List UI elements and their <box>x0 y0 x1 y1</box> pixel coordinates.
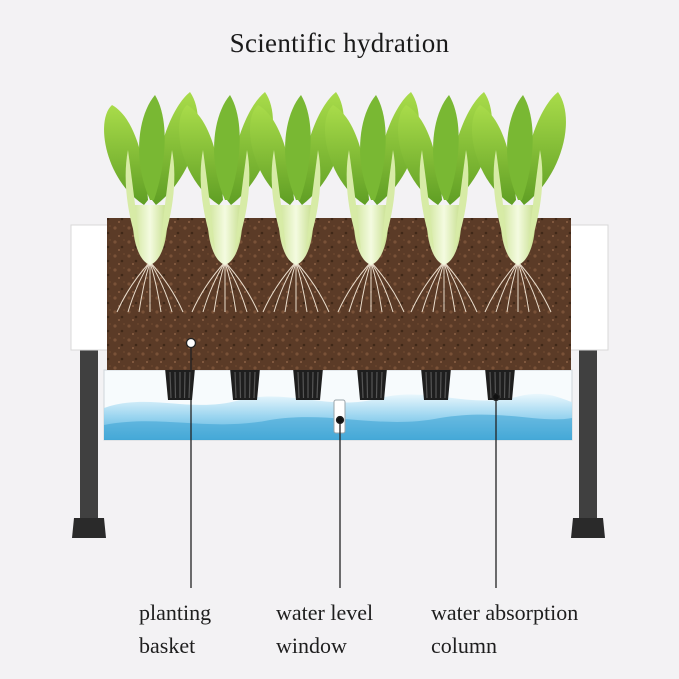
planter-frame <box>70 224 609 351</box>
callout-water-level-window-line1: water level <box>276 600 374 625</box>
callout-water-level-window: water level window <box>276 596 373 662</box>
bok-choy-plant <box>250 92 344 313</box>
callout-water-absorption-column-line1: water absorption <box>431 600 579 625</box>
callout-lines <box>185 337 501 588</box>
callout-dot-planting-basket <box>185 337 197 349</box>
callout-water-level-window-line2: window <box>276 633 347 658</box>
planting-basket <box>165 368 195 400</box>
callout-water-absorption-column-line2: column <box>431 633 497 658</box>
callout-planting-basket: planting basket <box>139 596 211 662</box>
planting-basket <box>230 368 260 400</box>
bok-choy-plant <box>179 92 273 313</box>
planting-basket <box>421 368 451 400</box>
callout-planting-basket-line1: planting <box>139 600 212 625</box>
callout-water-absorption-column: water absorption column <box>431 596 578 662</box>
bok-choy-plant <box>472 92 566 313</box>
planting-basket <box>485 368 515 400</box>
water-absorption-columns <box>165 368 515 400</box>
callout-dot-water-absorption-column <box>491 392 501 402</box>
planting-basket <box>293 368 323 400</box>
planting-basket <box>357 368 387 400</box>
plants <box>104 92 566 313</box>
soil-bed <box>107 218 571 370</box>
planter-legs <box>72 345 605 538</box>
diagram-title: Scientific hydration <box>229 28 450 58</box>
callout-planting-basket-line2: basket <box>139 633 196 658</box>
callout-dot-water-level-window <box>335 415 345 425</box>
